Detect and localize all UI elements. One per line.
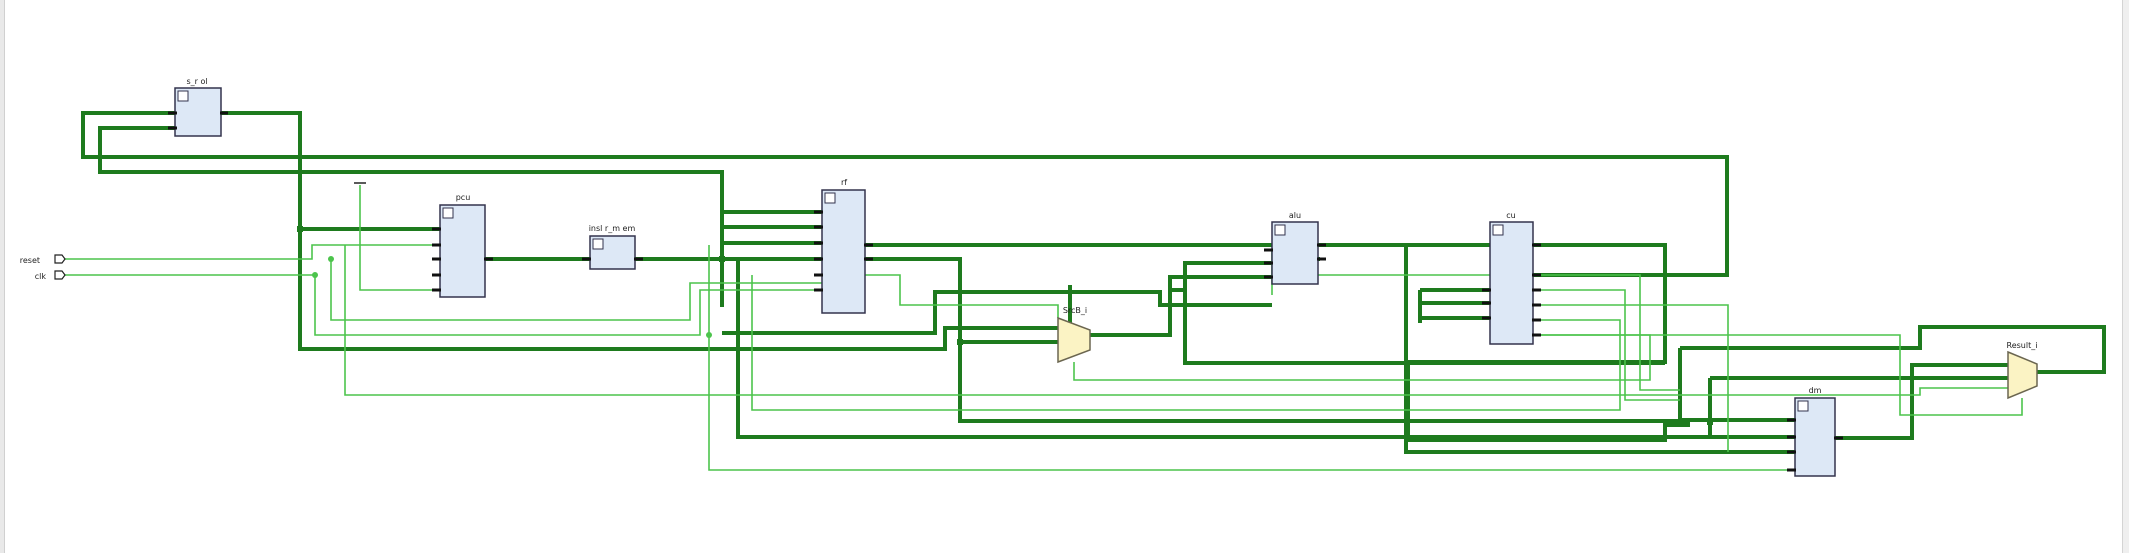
register-icon (442, 207, 454, 219)
junction-dots (297, 226, 1713, 425)
register-icon (177, 90, 189, 102)
cell-label-dm: dm (1809, 386, 1822, 395)
register-icon (824, 192, 836, 204)
cell-s-reg[interactable]: s_r ol (168, 77, 228, 137)
cell-alu[interactable]: alu (1264, 211, 1326, 285)
cell-label-rf: rf (841, 178, 847, 187)
register-icon (1274, 224, 1286, 236)
register-icon (1492, 224, 1504, 236)
mux-label-result: Result_i (2007, 341, 2038, 350)
cell-rf[interactable]: rf (814, 178, 873, 314)
cell-dm[interactable]: dm (1787, 386, 1843, 477)
cell-label-pcu: pcu (456, 193, 471, 202)
cell-pcu[interactable]: pcu (432, 193, 493, 298)
port-label-reset: reset (20, 256, 40, 265)
input-port-clk[interactable]: clk (35, 270, 66, 281)
cell-label-imem: insl r_m em (589, 224, 636, 233)
mux-srcb[interactable]: SrcB_i (1057, 306, 1091, 364)
cell-cu[interactable]: cu (1482, 211, 1541, 345)
port-label-clk: clk (35, 272, 47, 281)
register-icon (592, 238, 604, 250)
canvas-right-border (2122, 0, 2129, 553)
mux-result[interactable]: Result_i (2007, 341, 2038, 400)
cell-label-s-reg: s_r ol (186, 77, 207, 86)
control-wires (65, 185, 2023, 471)
cell-label-alu: alu (1289, 211, 1301, 220)
mux-label-srcb: SrcB_i (1063, 306, 1087, 315)
input-port-reset[interactable]: reset (20, 254, 66, 265)
cell-imem[interactable]: insl r_m em (582, 224, 643, 270)
register-icon (1797, 400, 1809, 412)
canvas-left-border (0, 0, 5, 553)
cell-label-cu: cu (1506, 211, 1515, 220)
